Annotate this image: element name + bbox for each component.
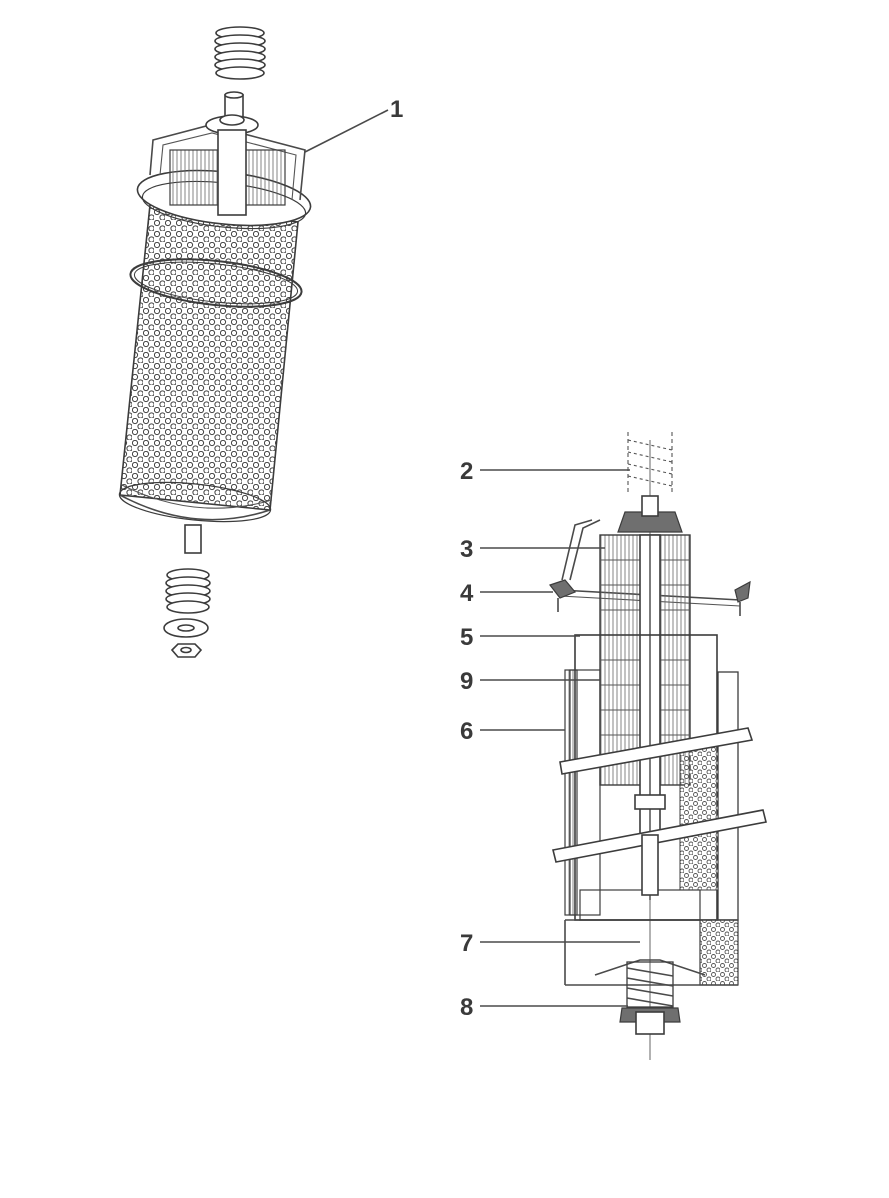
washer-part: [163, 618, 209, 638]
bottom-spring-part: [165, 568, 211, 614]
section-top-spring: [627, 432, 673, 495]
perforated-basket: [118, 169, 312, 523]
callout-9: 9: [460, 668, 473, 695]
callout-8: 8: [460, 994, 473, 1021]
handle-bar: [561, 519, 601, 581]
section-bottom-spring: [626, 961, 674, 1008]
callout-1: 1: [390, 96, 403, 123]
callout-4: 4: [460, 580, 474, 607]
cross-section-view: [549, 432, 767, 1060]
section-bottom-nut: [619, 1007, 681, 1035]
top-spring-part: [214, 26, 266, 80]
callout-2: 2: [460, 458, 473, 485]
exploded-cartridge-view: [118, 26, 312, 658]
callout-numbers: 1 2 3 4 5 9 6 7 8: [390, 96, 474, 1021]
lower-rod: [641, 834, 659, 896]
callout-leaders: [304, 109, 640, 1007]
break-lines: [552, 727, 767, 863]
nut-part: [170, 643, 203, 658]
callout-6: 6: [460, 718, 473, 745]
top-cage-frame: [149, 114, 306, 216]
callout-5: 5: [460, 624, 473, 651]
callout-7: 7: [460, 930, 473, 957]
right-seal-hook: [734, 580, 751, 603]
left-seal-hook: [549, 579, 576, 599]
bottom-rod: [184, 524, 202, 554]
callout-3: 3: [460, 536, 473, 563]
